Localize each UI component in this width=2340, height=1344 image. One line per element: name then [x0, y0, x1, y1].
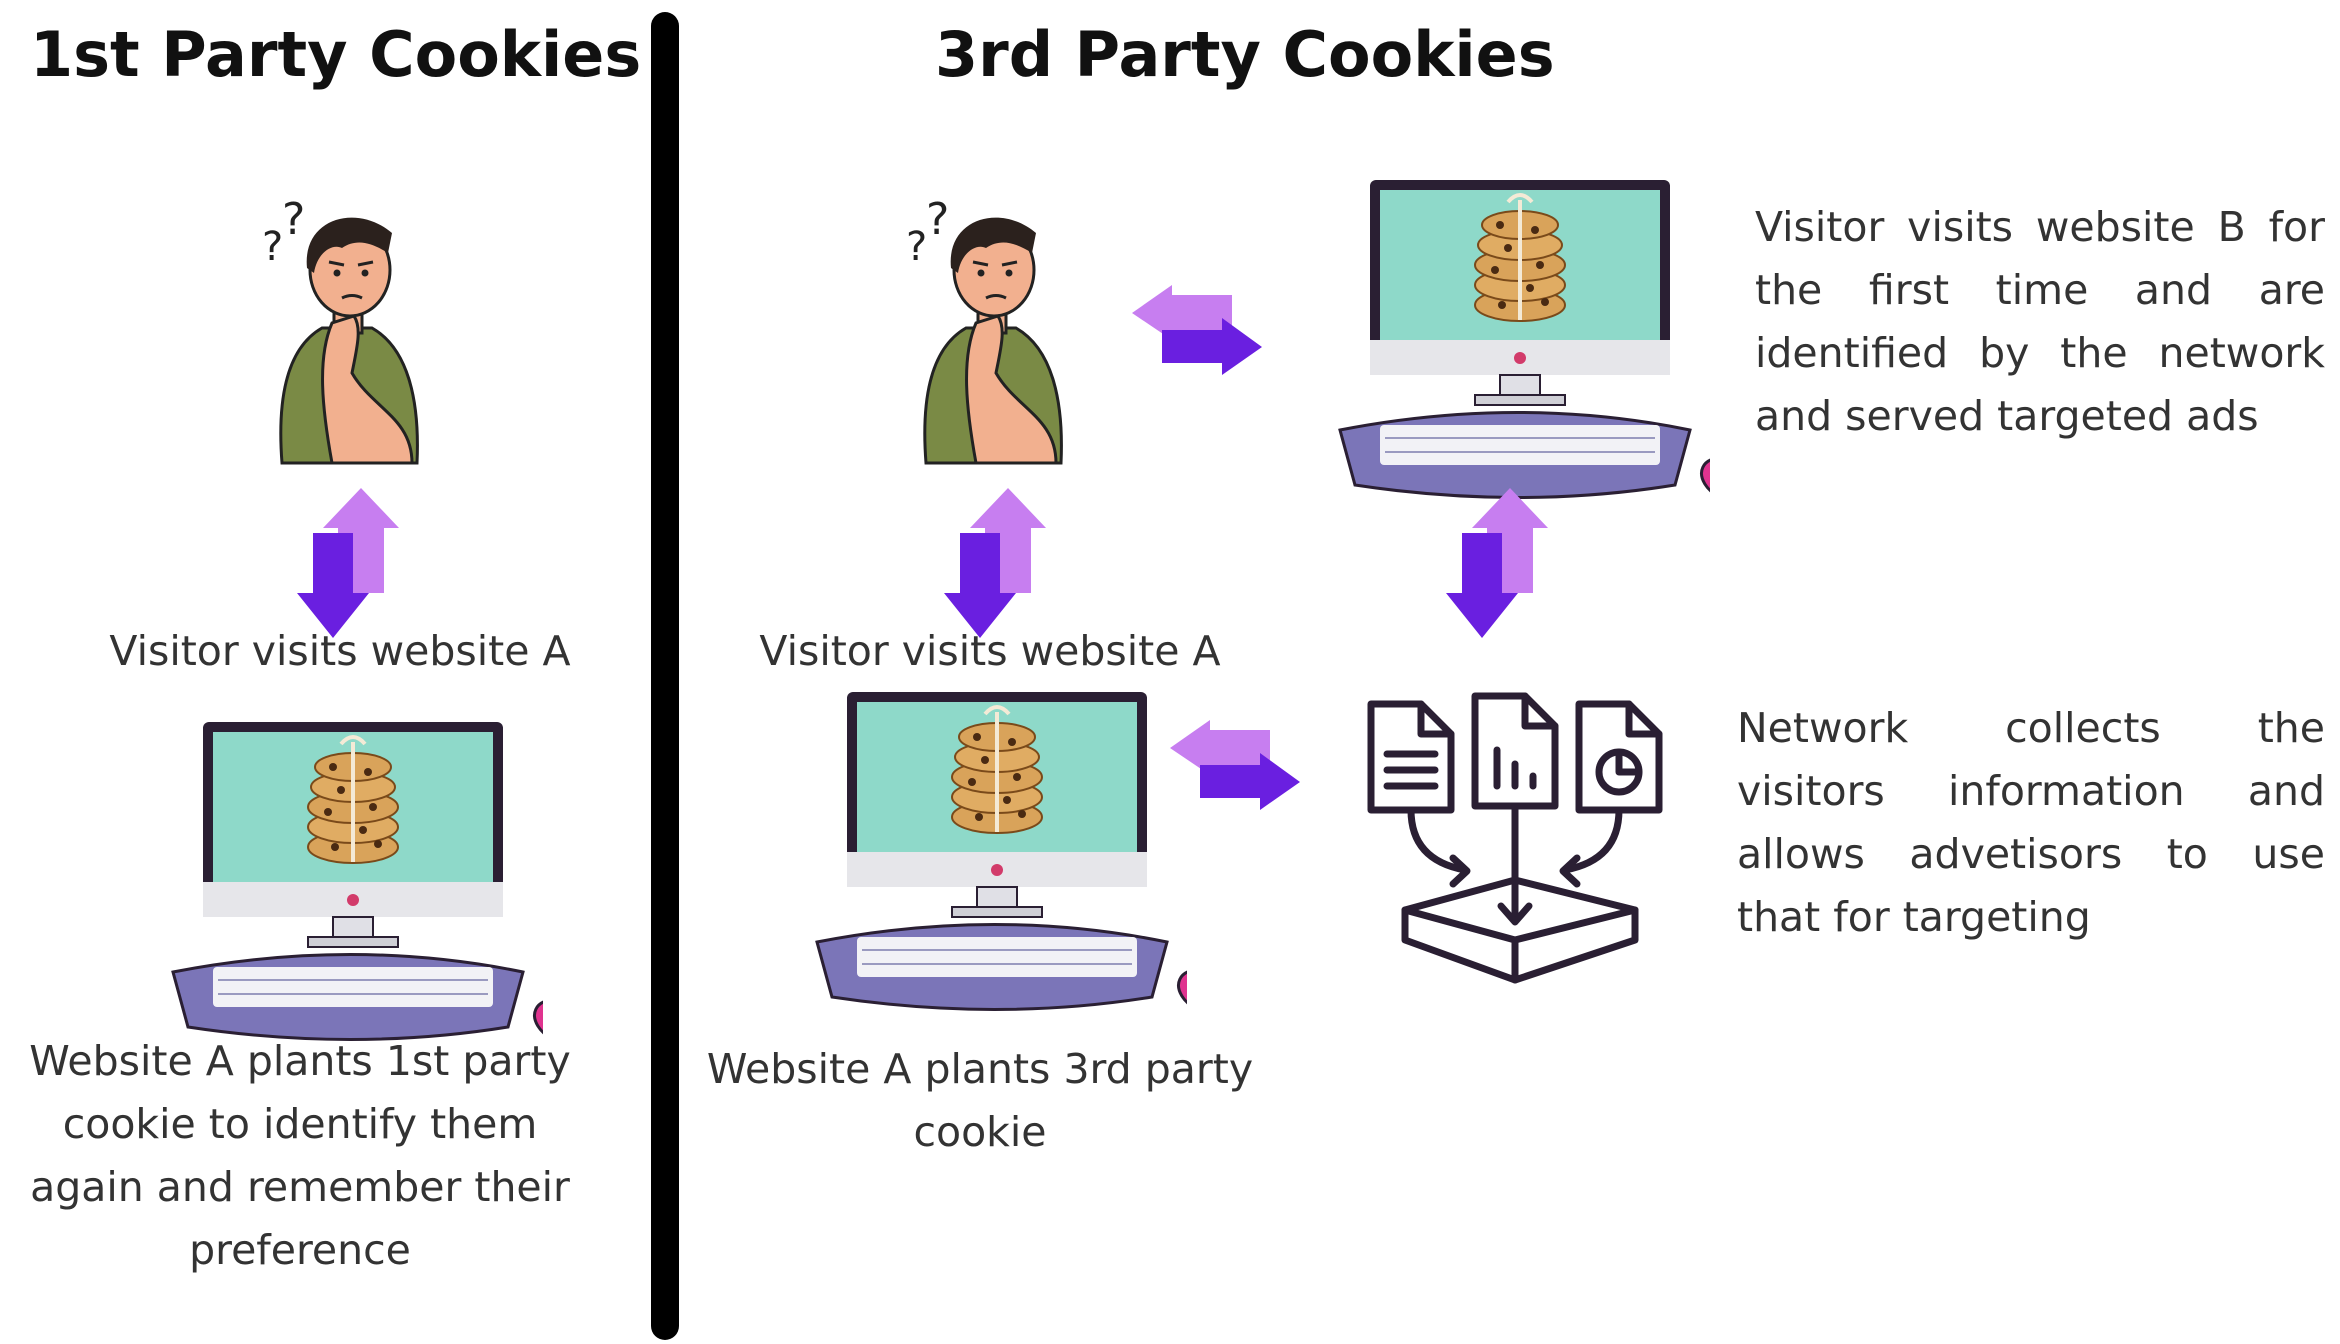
network-data-collection-icon [1367, 692, 1663, 984]
panel-divider [651, 12, 679, 1340]
left-plant-line: Website A plants 1st party [29, 1037, 571, 1085]
computer-with-cookies-icon [815, 692, 1187, 1012]
website-b-line: identified by the network [1755, 329, 2325, 377]
exchange-arrows-icon [1132, 285, 1262, 375]
left-plant-line: again and remember their [30, 1163, 570, 1211]
exchange-arrows-icon [1170, 720, 1300, 810]
right-visit-caption: Visitor visits website A [759, 627, 1221, 675]
left-plant-line: preference [189, 1226, 411, 1274]
left-plant-caption: Website A plants 1st party cookie to ide… [0, 1030, 600, 1282]
left-visit-caption: Visitor visits website A [109, 627, 571, 675]
network-line: allows advetisors to use [1737, 830, 2325, 878]
network-line: that for targeting [1737, 893, 2091, 941]
website-b-line: Visitor visits website B for [1755, 203, 2325, 251]
left-plant-line: cookie to identify them [62, 1100, 538, 1148]
right-plant-caption: Website A plants 3rd party cookie [680, 1038, 1280, 1164]
website-b-line: the first time and are [1755, 266, 2325, 314]
network-line: visitors information and [1737, 767, 2325, 815]
network-line: Network collects the [1737, 704, 2325, 752]
website-b-caption: Visitor visits website B for the first t… [1755, 196, 2325, 448]
right-plant-line: cookie [913, 1108, 1047, 1156]
computer-with-cookies-icon [171, 722, 543, 1042]
confused-person-icon [906, 198, 1063, 465]
left-panel-title: 1st Party Cookies [30, 18, 642, 91]
right-plant-line: Website A plants 3rd party [706, 1045, 1254, 1093]
network-caption: Network collects the visitors informatio… [1737, 697, 2325, 949]
computer-with-cookies-icon [1338, 180, 1710, 500]
exchange-arrows-icon [297, 488, 399, 638]
exchange-arrows-icon [944, 488, 1046, 638]
confused-person-icon [262, 198, 419, 465]
right-panel-title: 3rd Party Cookies [935, 18, 1555, 91]
website-b-line: and served targeted ads [1755, 392, 2259, 440]
exchange-arrows-icon [1446, 488, 1548, 638]
